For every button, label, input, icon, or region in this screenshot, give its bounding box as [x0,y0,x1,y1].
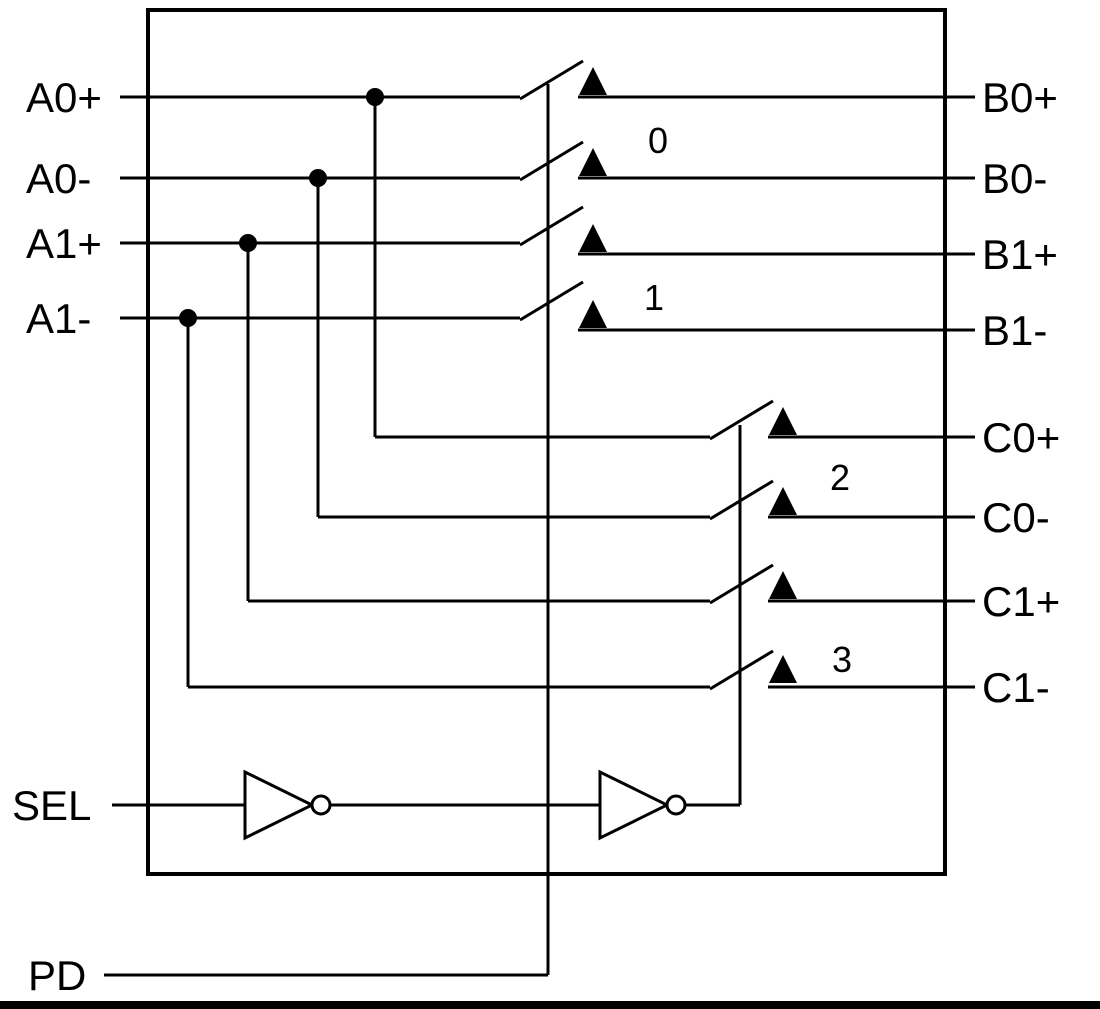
port-label-b1-plus: B1+ [982,231,1058,278]
port-label-a0-minus: A0- [26,155,91,202]
port-label-a1-plus: A1+ [26,220,102,267]
channel-label-1: 1 [644,277,664,318]
port-label-b1-minus: B1- [982,307,1047,354]
switch-contact-c0-plus [769,407,797,435]
channel-label-2: 2 [830,457,850,498]
inverter-1-bubble [310,794,332,816]
inverter-2 [598,769,671,841]
page-bottom-rule [0,1001,1100,1009]
switch-blade-b1-plus [519,205,584,247]
switch-blade-b0-minus [519,140,584,182]
switch-blade-b0-plus [519,59,584,101]
channel-label-3: 3 [832,639,852,680]
switch-contact-c1-plus [769,571,797,599]
switch-contact-c0-minus [769,487,797,515]
port-label-c1-minus: C1- [982,664,1050,711]
switch-contact-b0-minus [579,148,607,176]
port-label-pd: PD [28,952,86,999]
inverter-2-bubble [665,794,687,816]
switch-blade-b1-minus [519,280,584,322]
port-label-sel: SEL [12,782,91,829]
junction-dot-a0-minus [309,169,327,187]
switch-blade-c0-plus [709,399,774,441]
port-label-c1-plus: C1+ [982,578,1060,625]
switch-contact-b0-plus [579,67,607,95]
junction-dot-a1-minus [179,309,197,327]
port-label-a0-plus: A0+ [26,74,102,121]
port-label-b0-plus: B0+ [982,74,1058,121]
port-label-c0-minus: C0- [982,494,1050,541]
port-label-a1-minus: A1- [26,295,91,342]
junction-dot-a0-plus [366,88,384,106]
switch-contact-b1-minus [579,300,607,328]
inverter-1 [243,769,316,841]
junction-dot-a1-plus [239,234,257,252]
switch-contact-b1-plus [579,224,607,252]
port-label-c0-plus: C0+ [982,414,1060,461]
port-label-b0-minus: B0- [982,155,1047,202]
channel-label-0: 0 [648,120,668,161]
switch-contact-c1-minus [769,655,797,683]
